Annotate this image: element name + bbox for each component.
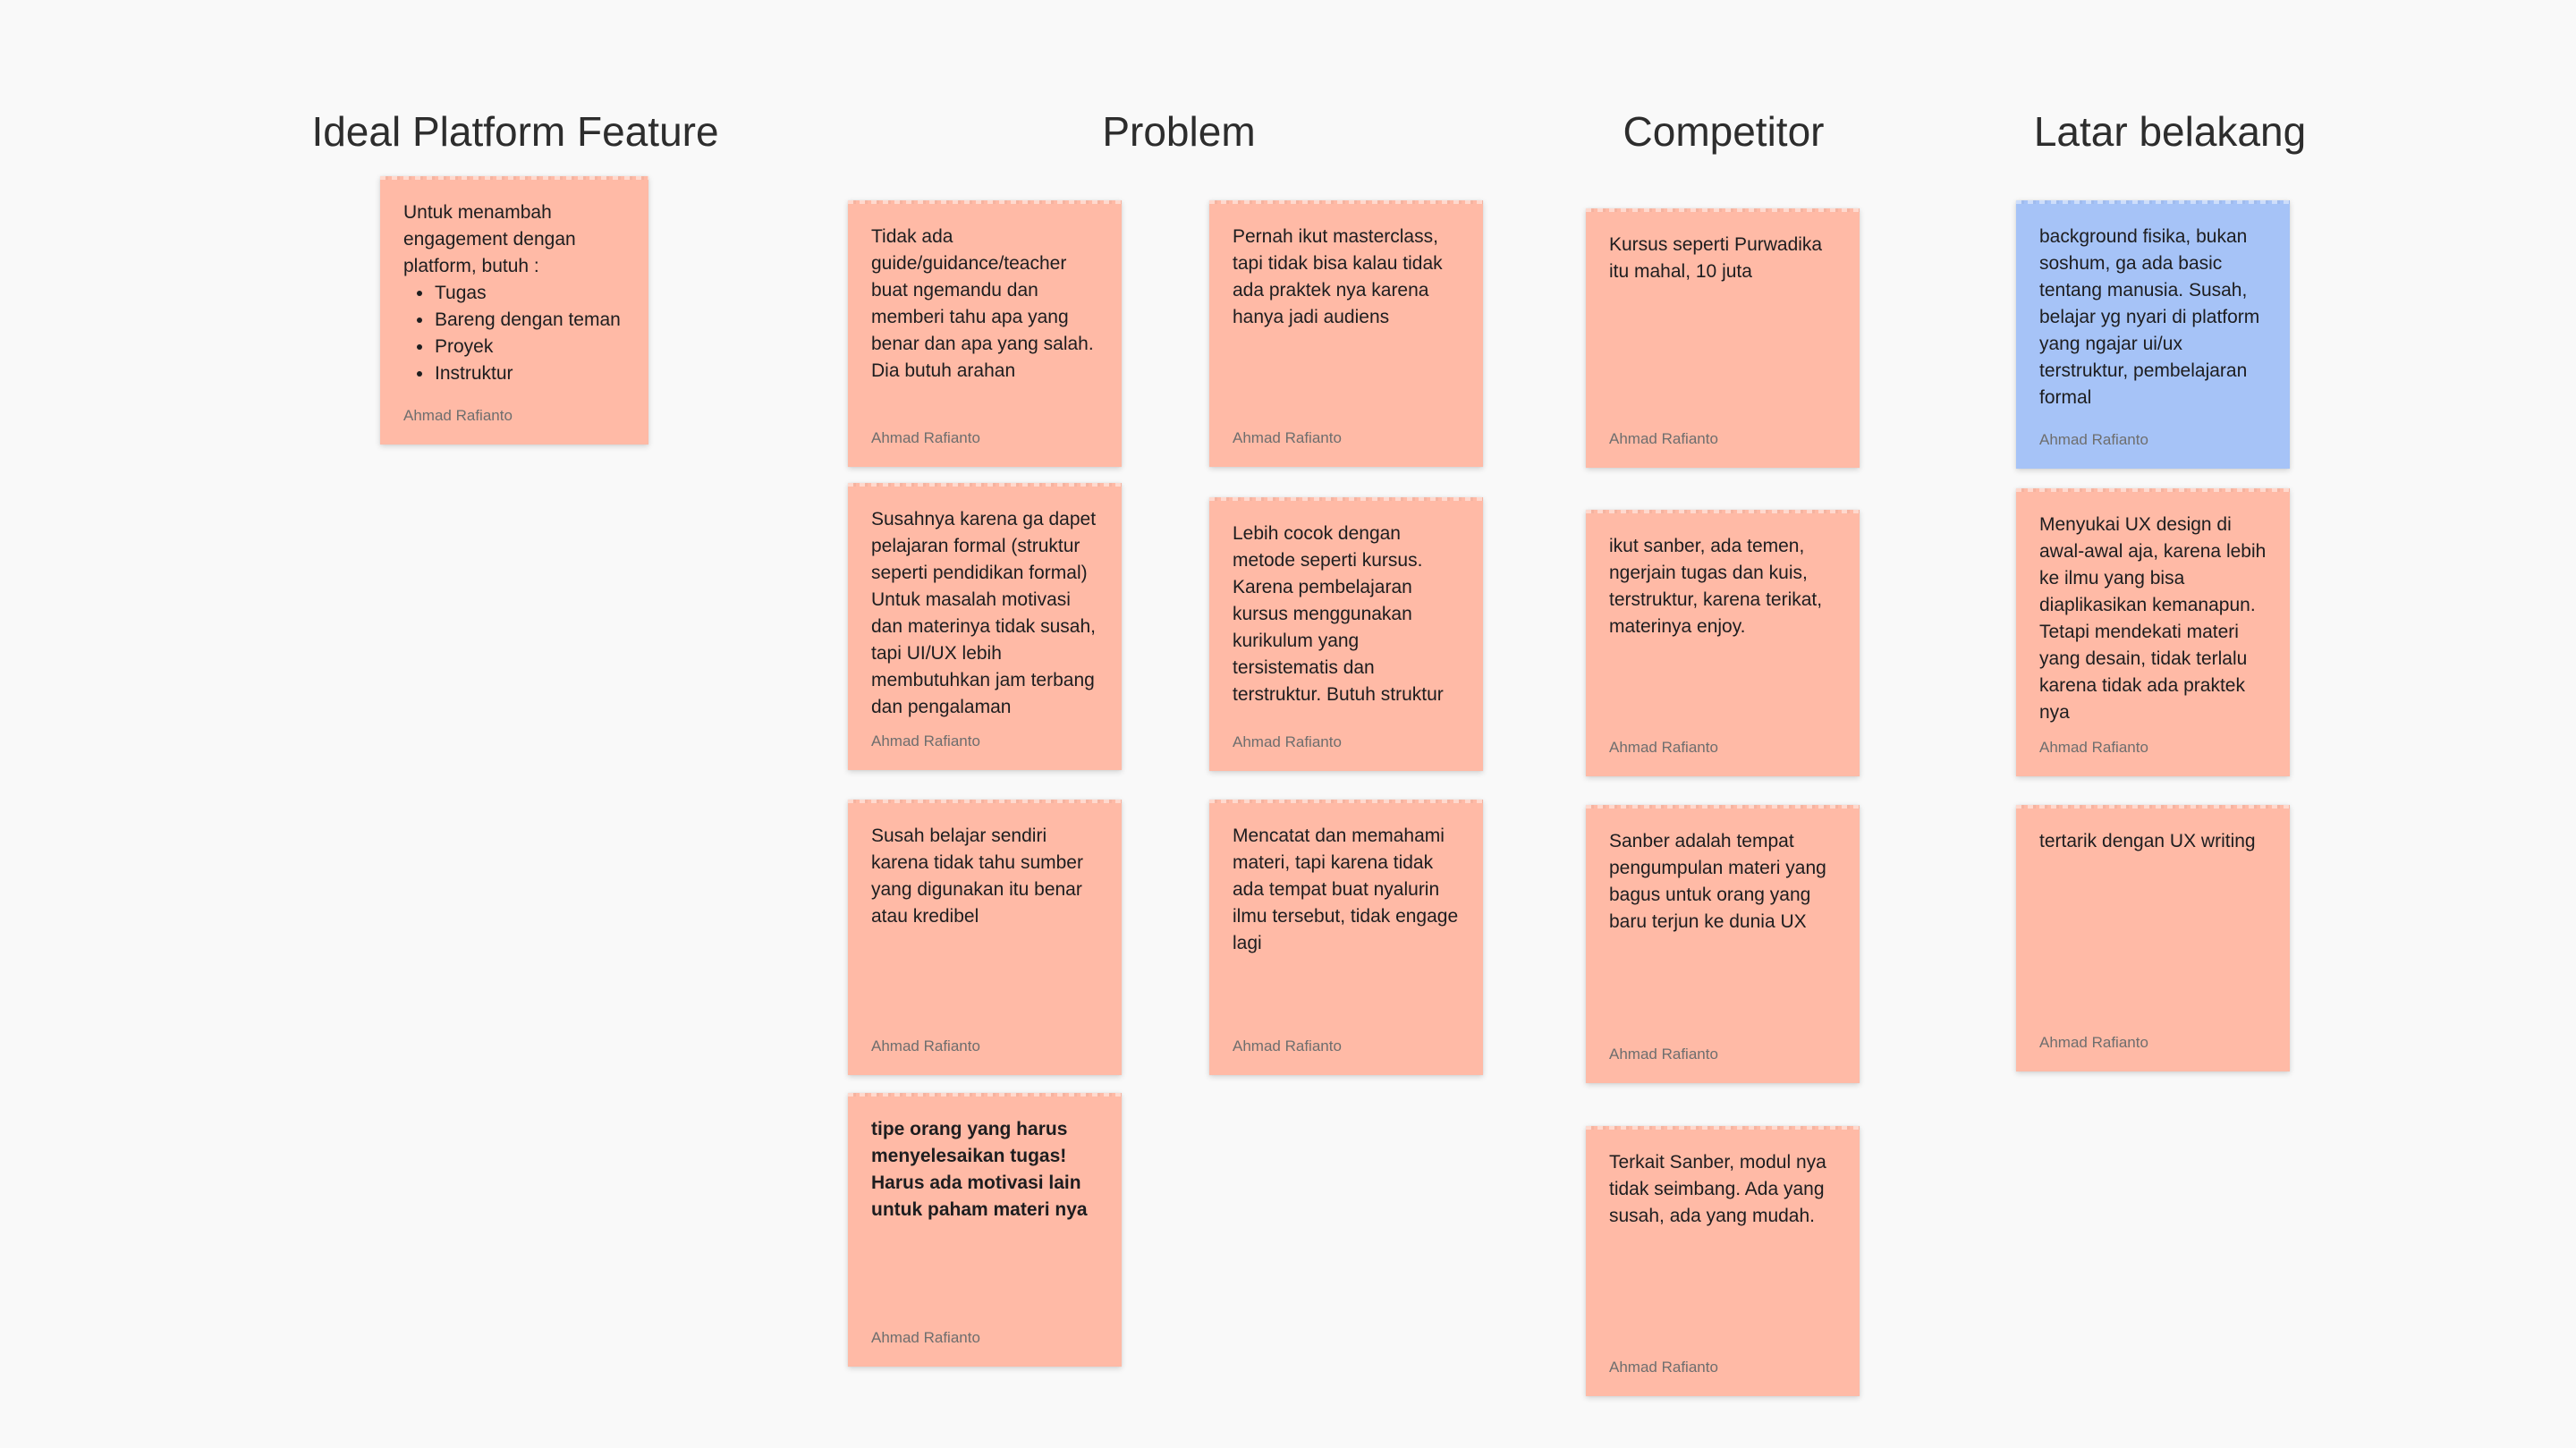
note-text: Sanber adalah tempat pengumpulan materi … [1609, 831, 1826, 932]
note-author: Ahmad Rafianto [871, 1037, 980, 1054]
note-intro: Untuk menambah engagement dengan platfor… [403, 202, 576, 276]
sticky-note[interactable]: tipe orang yang harus menyelesaikan tuga… [848, 1093, 1122, 1367]
note-text: tipe orang yang harus menyelesaikan tuga… [871, 1119, 1088, 1220]
note-author: Ahmad Rafianto [403, 407, 513, 424]
note-text: ikut sanber, ada temen, ngerjain tugas d… [1609, 536, 1823, 637]
note-author: Ahmad Rafianto [2039, 431, 2148, 448]
column-title-ideal-platform-feature[interactable]: Ideal Platform Feature [311, 108, 719, 155]
note-text: Untuk menambah engagement dengan platfor… [403, 199, 631, 387]
sticky-note[interactable]: Susah belajar sendiri karena tidak tahu … [848, 800, 1122, 1075]
note-author: Ahmad Rafianto [1233, 1037, 1342, 1054]
note-bullet-list: TugasBareng dengan temanProyekInstruktur [403, 280, 631, 387]
note-text: Susah belajar sendiri karena tidak tahu … [871, 826, 1083, 927]
sticky-note[interactable]: tertarik dengan UX writing Ahmad Rafiant… [2016, 805, 2290, 1071]
column-title-problem[interactable]: Problem [1102, 108, 1256, 155]
sticky-note[interactable]: Lebih cocok dengan metode seperti kursus… [1209, 497, 1483, 771]
column-title-competitor[interactable]: Competitor [1623, 108, 1825, 155]
note-author: Ahmad Rafianto [1233, 429, 1342, 446]
note-bullet-item: Tugas [434, 280, 631, 307]
sticky-note[interactable]: background fisika, bukan soshum, ga ada … [2016, 200, 2290, 469]
note-author: Ahmad Rafianto [871, 429, 980, 446]
note-text: Lebih cocok dengan metode seperti kursus… [1233, 523, 1444, 705]
column-title-latar-belakang[interactable]: Latar belakang [2033, 108, 2307, 155]
sticky-note[interactable]: Pernah ikut masterclass, tapi tidak bisa… [1209, 200, 1483, 467]
sticky-note[interactable]: Menyukai UX design di awal-awal aja, kar… [2016, 488, 2290, 776]
note-author: Ahmad Rafianto [1609, 1046, 1718, 1063]
note-author: Ahmad Rafianto [2039, 1034, 2148, 1051]
sticky-note[interactable]: Susahnya karena ga dapet pelajaran forma… [848, 483, 1122, 770]
note-text: Susahnya karena ga dapet pelajaran forma… [871, 509, 1097, 717]
note-author: Ahmad Rafianto [871, 732, 980, 749]
note-text: background fisika, bukan soshum, ga ada … [2039, 226, 2260, 408]
note-author: Ahmad Rafianto [1609, 430, 1718, 447]
note-author: Ahmad Rafianto [2039, 739, 2148, 756]
sticky-note[interactable]: ikut sanber, ada temen, ngerjain tugas d… [1586, 510, 1860, 776]
sticky-note[interactable]: Terkait Sanber, modul nya tidak seimbang… [1586, 1126, 1860, 1396]
note-author: Ahmad Rafianto [1609, 1359, 1718, 1376]
sticky-note[interactable]: Kursus seperti Purwadika itu mahal, 10 j… [1586, 208, 1860, 468]
note-text: tertarik dengan UX writing [2039, 831, 2256, 851]
note-author: Ahmad Rafianto [1609, 739, 1718, 756]
sticky-note[interactable]: Mencatat dan memahami materi, tapi karen… [1209, 800, 1483, 1075]
note-text: Kursus seperti Purwadika itu mahal, 10 j… [1609, 234, 1823, 282]
note-author: Ahmad Rafianto [1233, 733, 1342, 750]
note-text: Tidak ada guide/guidance/teacher buat ng… [871, 226, 1094, 381]
note-text: Menyukai UX design di awal-awal aja, kar… [2039, 514, 2267, 723]
note-text: Terkait Sanber, modul nya tidak seimbang… [1609, 1152, 1826, 1226]
note-bullet-item: Bareng dengan teman [434, 307, 631, 334]
sticky-note[interactable]: Tidak ada guide/guidance/teacher buat ng… [848, 200, 1122, 467]
note-bullet-item: Proyek [434, 334, 631, 360]
sticky-note[interactable]: Sanber adalah tempat pengumpulan materi … [1586, 805, 1860, 1083]
note-text: Mencatat dan memahami materi, tapi karen… [1233, 826, 1459, 953]
note-author: Ahmad Rafianto [871, 1329, 980, 1346]
note-text: Pernah ikut masterclass, tapi tidak bisa… [1233, 226, 1443, 327]
sticky-note[interactable]: Untuk menambah engagement dengan platfor… [380, 176, 648, 445]
note-bullet-item: Instruktur [434, 360, 631, 387]
